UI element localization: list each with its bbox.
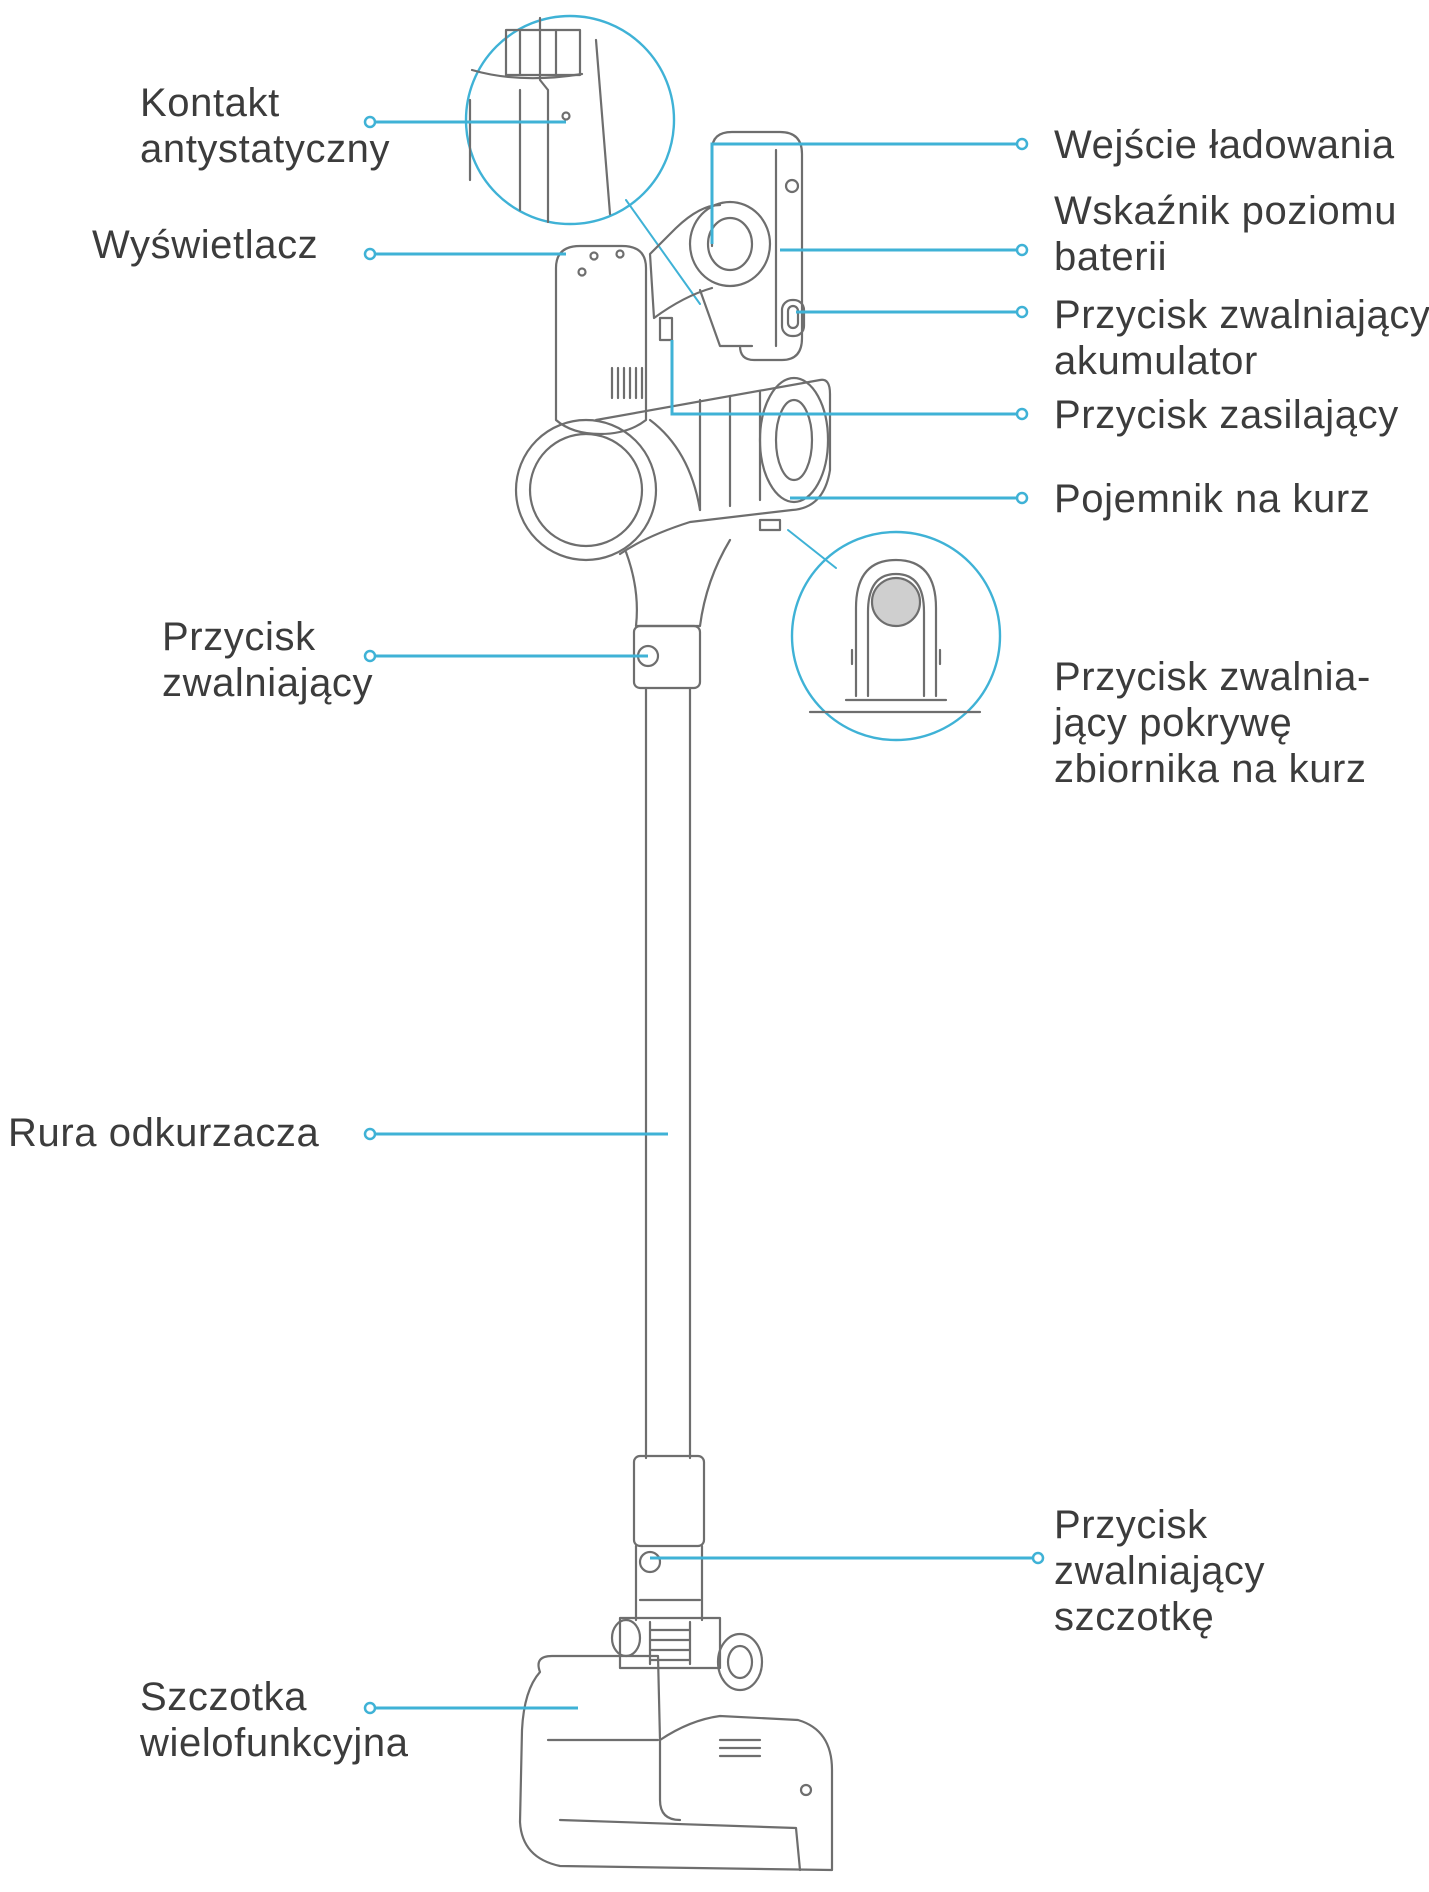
label-line: jący pokrywę xyxy=(1054,701,1293,745)
label-line: zbiornika na kurz xyxy=(1054,747,1367,791)
label-line: Pojemnik na kurz xyxy=(1054,477,1371,521)
neck xyxy=(624,538,732,690)
label-line: Przycisk zwalniający xyxy=(1054,293,1429,337)
label-brush-release-button: Przycisk zwalniający szczotkę xyxy=(1054,1502,1265,1640)
label-release-button: Przycisk zwalniający xyxy=(162,614,373,706)
label-power-button: Przycisk zasilający xyxy=(1054,392,1399,438)
leader-lines xyxy=(370,120,1038,1710)
brush-head xyxy=(518,1654,834,1872)
label-line: Szczotka xyxy=(140,1675,308,1719)
label-line: Przycisk zasilający xyxy=(1054,393,1399,437)
label-line: Wejście ładowania xyxy=(1054,123,1395,167)
label-line: Rura odkurzacza xyxy=(8,1111,320,1155)
label-line: baterii xyxy=(1054,235,1168,279)
label-line: antystatyczny xyxy=(140,127,391,171)
battery-pack xyxy=(710,130,806,362)
leader-endpoints xyxy=(363,115,1045,1715)
leader-charging xyxy=(710,142,1022,244)
label-line: Przycisk xyxy=(1054,1503,1208,1547)
label-display: Wyświetlacz xyxy=(92,222,318,268)
label-charging-port: Wejście ładowania xyxy=(1054,122,1395,168)
zoom-circle-antistatic xyxy=(464,14,676,226)
label-multifunction-brush: Szczotka wielofunkcyjna xyxy=(140,1674,409,1766)
label-line: Przycisk xyxy=(162,615,316,659)
zoom-circle-lid-release xyxy=(790,530,1002,742)
handle xyxy=(648,200,772,348)
label-line: zwalniający xyxy=(1054,1549,1266,1593)
label-line: wielofunkcyjna xyxy=(140,1721,409,1765)
lower-joint xyxy=(610,1454,764,1692)
label-line: akumulator xyxy=(1054,339,1258,383)
label-line: Kontakt xyxy=(140,81,280,125)
label-battery-indicator: Wskaźnik poziomu baterii xyxy=(1054,188,1397,280)
label-battery-release-button: Przycisk zwalniający akumulator xyxy=(1054,292,1429,384)
label-line: zwalniający xyxy=(162,661,374,705)
leader-power xyxy=(670,340,1022,416)
label-line: Przycisk zwalnia- xyxy=(1054,655,1371,699)
label-line: Wskaźnik poziomu xyxy=(1054,189,1398,233)
label-line: Wyświetlacz xyxy=(92,223,319,267)
display-unit xyxy=(554,244,648,436)
tube xyxy=(644,686,692,1460)
label-dust-bin: Pojemnik na kurz xyxy=(1054,476,1370,522)
label-line: szczotkę xyxy=(1054,1595,1215,1639)
label-lid-release-button: Przycisk zwalnia- jący pokrywę zbiornika… xyxy=(1054,654,1371,792)
label-tube: Rura odkurzacza xyxy=(8,1110,319,1156)
label-antistatic-contact: Kontakt antystatyczny xyxy=(140,80,390,172)
